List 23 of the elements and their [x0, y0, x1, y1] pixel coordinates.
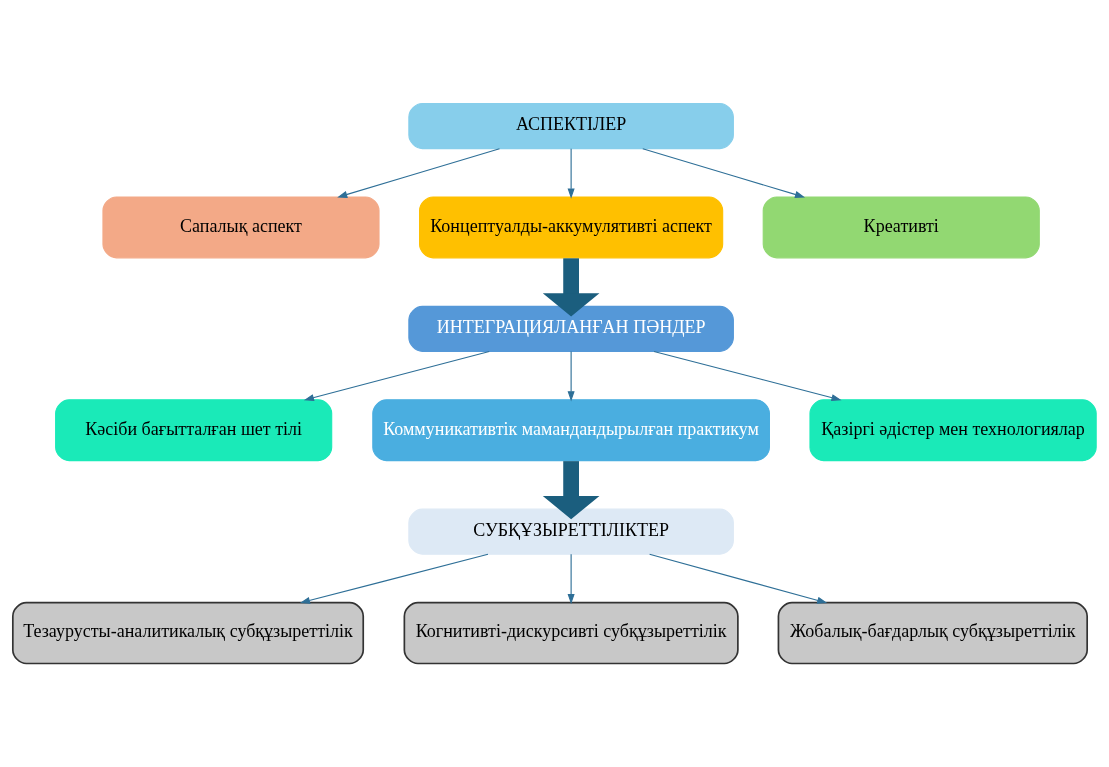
arrow — [542, 258, 600, 317]
node-box: ИНТЕГРАЦИЯЛАНҒАН ПӘНДЕР — [408, 305, 734, 352]
node-box: Қазіргі әдістер мен технологиялар — [809, 399, 1097, 462]
arrow — [649, 553, 828, 604]
arrow — [567, 148, 575, 199]
arrow — [642, 148, 806, 198]
node-box: Жобалық-бағдарлық субқұзыреттілік — [777, 601, 1088, 665]
arrow — [299, 553, 489, 604]
node-box: Коммуникативтік мамандандырылған практикум — [372, 399, 770, 462]
node-box: СУБҚҰЗЫРЕТТІЛІКТЕР — [408, 508, 734, 555]
node-box: АСПЕКТІЛЕР — [408, 102, 734, 150]
arrow — [653, 350, 842, 402]
arrow — [337, 148, 501, 198]
arrow — [567, 350, 575, 402]
arrow — [542, 461, 600, 520]
arrow — [567, 553, 575, 605]
node-box: Тезаурусты-аналитикалық субқұзыреттілік — [11, 601, 365, 665]
node-box: Креативті — [762, 196, 1040, 259]
node-box: Кәсіби бағытталған шет тілі — [55, 399, 333, 462]
node-box: Сапалық аспект — [102, 196, 380, 259]
node-box: Когнитивті-дискурсивті субқұзыреттілік — [403, 601, 739, 665]
arrow — [303, 350, 490, 402]
node-box: Концептуалды-аккумулятивті аспект — [419, 196, 724, 259]
